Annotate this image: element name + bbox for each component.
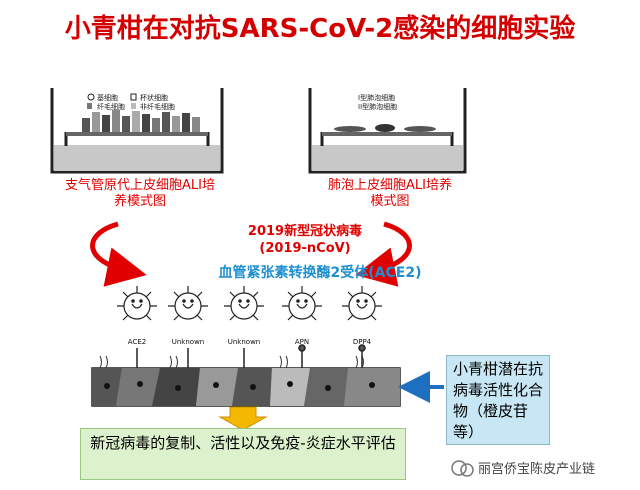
- epithelial-cell-layer: [82, 110, 200, 132]
- receptor-name: Unknown: [227, 338, 261, 346]
- alveolar-caption: 肺泡上皮细胞ALI培养模式图: [328, 178, 452, 209]
- watermark-logo: [451, 460, 474, 477]
- svg-text:I型肺泡细胞: I型肺泡细胞: [358, 93, 395, 102]
- watermark-text: 丽宫侨宝陈皮产业链: [478, 462, 596, 477]
- left-curved-arrow: [90, 221, 147, 287]
- epithelial-cell-strip: [91, 355, 401, 407]
- bronchial-legend: 基细胞 杯状细胞 纤毛细胞 非纤毛细胞: [87, 93, 175, 111]
- svg-text:II型肺泡细胞: II型肺泡细胞: [358, 102, 397, 111]
- receptor-name: DPP4: [352, 338, 372, 346]
- receptor-name: APN: [294, 338, 310, 346]
- receptor-name: Unknown: [171, 338, 205, 346]
- right-curved-arrow: [355, 221, 412, 287]
- down-arrow: [218, 406, 268, 431]
- evaluation-box: 新冠病毒的复制、活性以及免疫-炎症水平评估: [80, 428, 406, 480]
- svg-text:基细胞: 基细胞: [97, 93, 118, 102]
- virus-particles: [117, 286, 382, 321]
- receptor-label: 血管紧张素转换酶2受体(ACE2): [218, 265, 422, 281]
- virus-name-cn: 2019新型冠状病毒: [247, 224, 363, 239]
- alveolar-culture-diagram: I型肺泡细胞 II型肺泡细胞: [308, 88, 467, 174]
- svg-text:非纤毛细胞: 非纤毛细胞: [140, 102, 175, 111]
- virus-name-en: (2019-nCoV): [259, 241, 351, 256]
- bronchial-caption: 支气管原代上皮细胞ALI培养模式图: [65, 178, 215, 209]
- virus-label: 2019新型冠状病毒 (2019-nCoV): [170, 223, 440, 257]
- alveolar-legend: I型肺泡细胞 II型肺泡细胞: [358, 93, 397, 111]
- svg-text:杯状细胞: 杯状细胞: [140, 93, 168, 102]
- receptor-name: ACE2: [127, 338, 147, 346]
- citrus-compound-box: 小青柑潜在抗病毒活性化合物（橙皮苷等）: [446, 355, 550, 445]
- svg-text:纤毛细胞: 纤毛细胞: [97, 102, 125, 111]
- page-title: 小青柑在对抗SARS-CoV-2感染的细胞实验: [64, 14, 576, 44]
- bronchial-culture-diagram: 基细胞 杯状细胞 纤毛细胞 非纤毛细胞: [50, 88, 224, 174]
- receptor-stems: [136, 344, 366, 368]
